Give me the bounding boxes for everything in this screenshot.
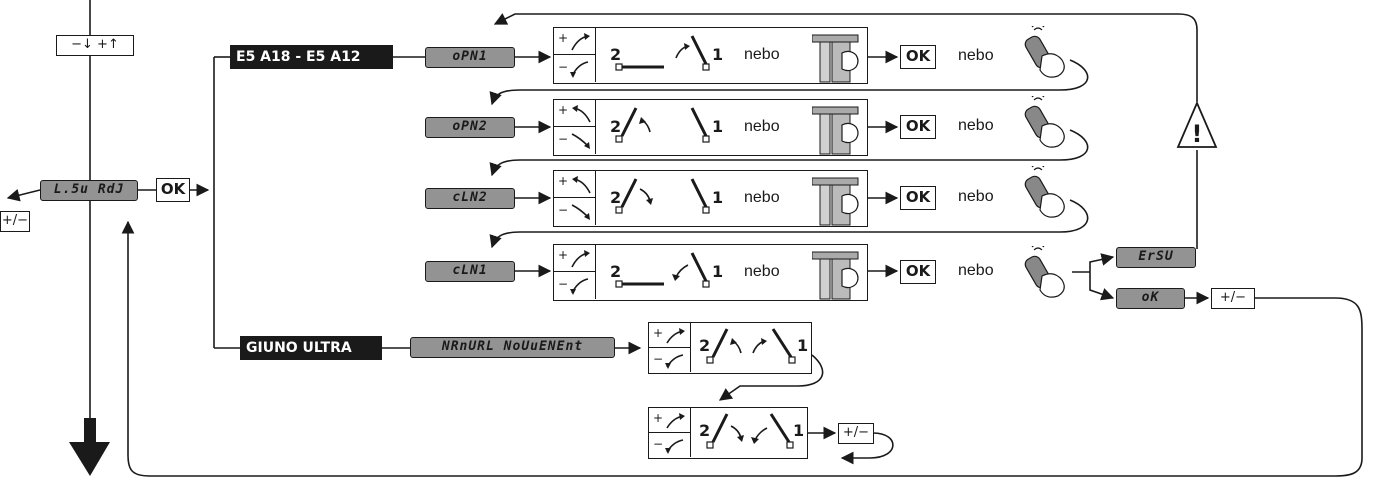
- rotate-arrows-icon: [665, 328, 685, 369]
- gate-pillar-hand-icon: [812, 106, 859, 155]
- ok-button[interactable]: OK: [900, 45, 936, 69]
- e5-branch-tag: E5 A18 - E5 A12: [230, 45, 393, 69]
- manual-panel-open: + − 2 1: [648, 322, 812, 374]
- gate-leaves-icon: [706, 413, 794, 449]
- remote-control-icon[interactable]: [1020, 26, 1076, 78]
- gate-leaves-icon: [615, 35, 710, 71]
- remote-control-icon[interactable]: [1020, 166, 1076, 218]
- direction-keys-label[interactable]: −↓ +↑: [56, 35, 134, 56]
- ok-button[interactable]: OK: [156, 178, 190, 202]
- plus-minus-keys[interactable]: + −: [554, 28, 596, 82]
- opn2-display: oPN2: [425, 117, 515, 138]
- or-label: nebo: [958, 47, 994, 64]
- down-arrow-icon: [69, 442, 110, 476]
- gate-leaves-icon: [615, 252, 710, 288]
- plus-minus-button[interactable]: +/−: [838, 423, 874, 444]
- gate-leaves-icon: [615, 107, 710, 143]
- plus-minus-button[interactable]: +/−: [1211, 288, 1255, 309]
- ok-button[interactable]: OK: [900, 260, 936, 284]
- plus-minus-keys[interactable]: + −: [649, 323, 691, 372]
- warning-triangle-icon: !: [1176, 100, 1218, 148]
- plus-minus-keys[interactable]: + −: [554, 100, 596, 154]
- gate-leaves-icon: [615, 178, 710, 214]
- plus-minus-button[interactable]: +/−: [0, 211, 30, 232]
- rotate-arrows-icon: [571, 176, 591, 220]
- or-label: nebo: [958, 188, 994, 205]
- rotate-arrows-icon: [665, 413, 685, 454]
- rotate-arrows-icon: [570, 250, 590, 295]
- gate-leaves-icon: [706, 328, 796, 364]
- manual-movement-display: NRnURL NoUuENEnt: [410, 337, 615, 358]
- ok-button[interactable]: OK: [900, 186, 936, 210]
- opn1-display: oPN1: [425, 47, 515, 68]
- remote-control-icon[interactable]: [1020, 246, 1076, 298]
- step-panel-opn1: + − 2 1 nebo: [553, 27, 868, 84]
- plus-minus-keys[interactable]: + −: [554, 171, 596, 225]
- plus-minus-keys[interactable]: + −: [649, 408, 691, 457]
- gate-pillar-hand-icon: [812, 251, 859, 300]
- cln1-display: cLN1: [425, 261, 515, 282]
- rotate-arrows-icon: [570, 33, 590, 78]
- gate-pillar-hand-icon: [812, 34, 859, 83]
- cln2-display: cLN2: [425, 188, 515, 209]
- remote-control-icon[interactable]: [1020, 96, 1076, 148]
- rotate-arrows-icon: [571, 105, 591, 149]
- manual-panel-close: + − 2 1: [648, 407, 808, 459]
- plus-minus-keys[interactable]: + −: [554, 245, 596, 299]
- error-display: ErSU: [1116, 247, 1196, 268]
- step-panel-opn2: + − 2 1 nebo: [553, 99, 868, 156]
- success-display: oK: [1116, 288, 1185, 309]
- or-label: nebo: [958, 117, 994, 134]
- ok-button[interactable]: OK: [900, 115, 936, 139]
- or-label: nebo: [958, 262, 994, 279]
- step-panel-cln2: + − 2 1 nebo: [553, 170, 868, 227]
- giuno-branch-tag: GIUNO ULTRA: [240, 336, 382, 360]
- lsw-adjust-display: L.5u RdJ: [40, 180, 138, 201]
- gate-pillar-hand-icon: [812, 177, 859, 226]
- step-panel-cln1: + − 2 1 nebo: [553, 244, 868, 301]
- svg-text:!: !: [1192, 120, 1203, 148]
